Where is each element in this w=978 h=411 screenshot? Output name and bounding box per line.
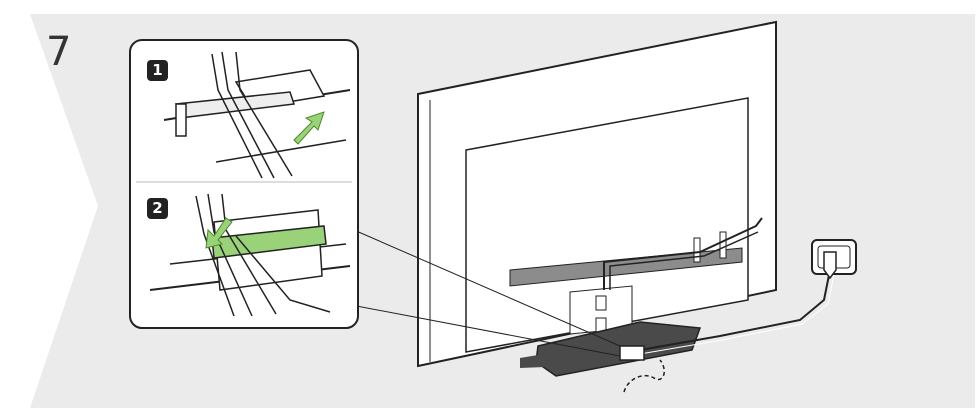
wall-outlet (812, 240, 856, 278)
cable-holder (620, 346, 644, 360)
callout-inset (130, 40, 358, 328)
cable-clip-2 (720, 232, 726, 258)
cable-clip-1 (694, 238, 700, 262)
step-number: 7 (46, 32, 71, 72)
callout-badge-1: 1 (147, 60, 168, 81)
callout-badge-2: 2 (147, 198, 168, 219)
